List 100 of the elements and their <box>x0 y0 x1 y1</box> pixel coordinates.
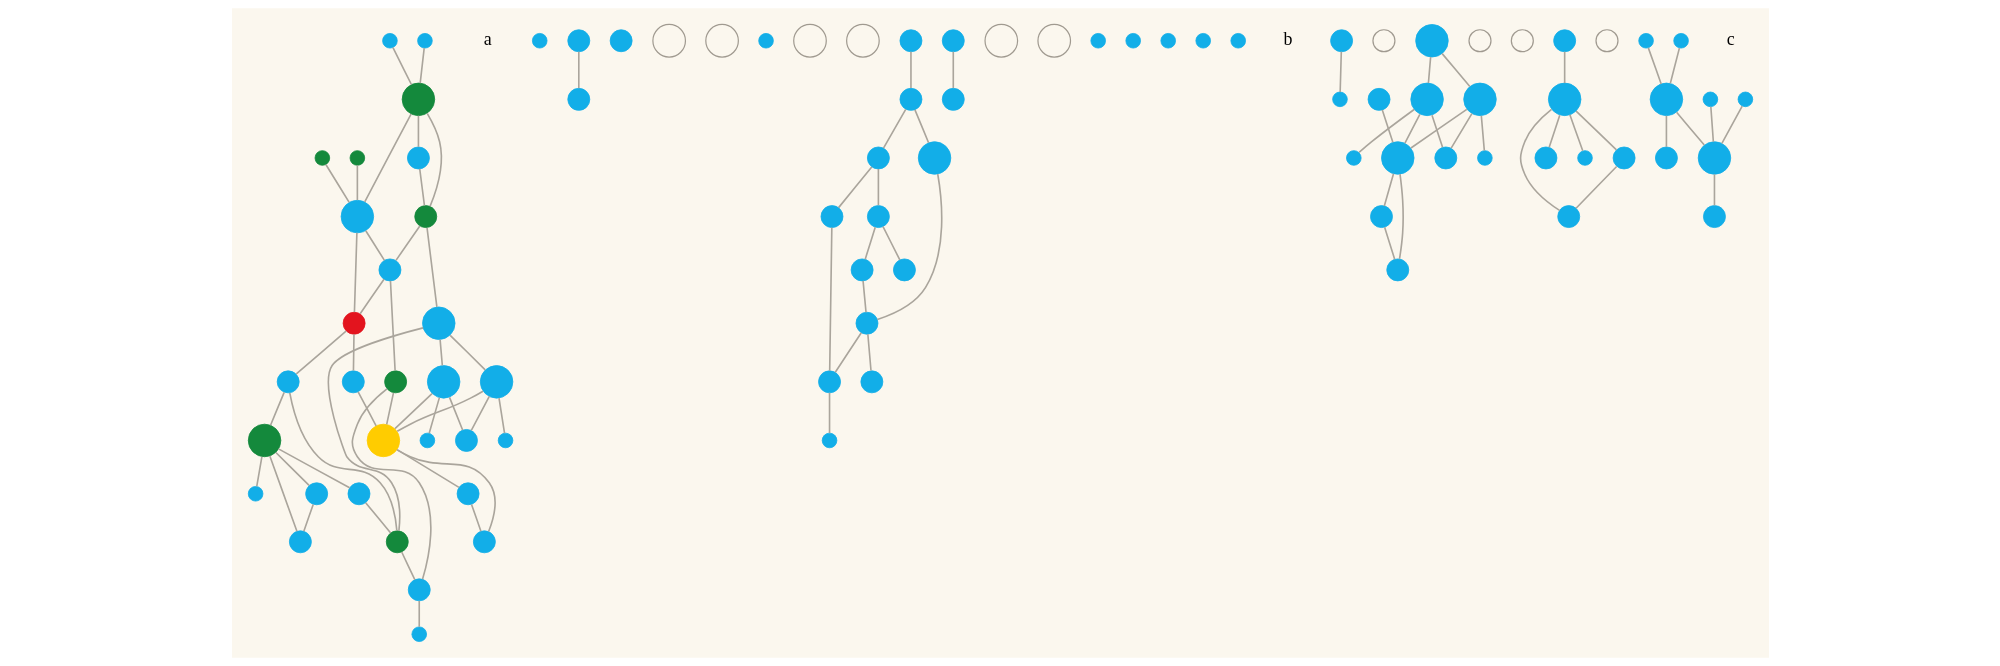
connector <box>909 50 912 89</box>
connector <box>470 395 490 432</box>
node-circle <box>340 199 374 234</box>
connector <box>1547 114 1561 149</box>
connector <box>1381 109 1394 144</box>
connector <box>324 163 350 204</box>
node-circle <box>426 365 460 399</box>
connector <box>1430 114 1443 149</box>
node-circle <box>1649 82 1683 117</box>
label: c <box>1726 29 1735 50</box>
connector <box>358 278 385 315</box>
node-circle <box>383 370 407 394</box>
connector <box>1383 172 1394 207</box>
node-circle <box>899 29 922 53</box>
node-circle <box>1036 23 1071 58</box>
connector <box>400 551 416 581</box>
node-circle <box>1697 141 1731 175</box>
connector <box>395 390 484 433</box>
node-circle <box>899 87 922 111</box>
connector <box>389 280 396 372</box>
node-circle <box>531 33 547 49</box>
connector <box>1403 113 1421 145</box>
node-circle <box>1331 91 1348 108</box>
connector <box>828 226 833 372</box>
node-circle <box>1462 82 1497 117</box>
connector <box>882 108 907 150</box>
node-circle <box>349 150 365 166</box>
node-circle <box>347 482 370 506</box>
node-circle <box>407 578 431 602</box>
connector <box>866 333 872 372</box>
connector <box>438 338 443 367</box>
node-circle <box>850 258 873 282</box>
connector <box>418 47 425 84</box>
connector <box>417 600 420 628</box>
connector <box>1357 108 1415 154</box>
node-circle <box>892 258 916 282</box>
node-circle <box>845 23 880 58</box>
label: a <box>483 29 492 50</box>
connector <box>1574 165 1617 210</box>
label: b <box>1282 29 1292 50</box>
node-circle <box>381 33 398 49</box>
connector <box>577 50 580 89</box>
node-circle <box>1552 29 1576 53</box>
node-circle <box>1345 150 1362 166</box>
connector <box>425 112 442 208</box>
connector <box>356 164 358 201</box>
node-circle <box>419 432 435 449</box>
connector <box>1574 110 1617 151</box>
node-circle <box>276 370 300 394</box>
node-circle <box>1385 258 1409 282</box>
connector <box>288 392 398 532</box>
connector <box>269 391 285 427</box>
node-circle <box>757 33 774 49</box>
connector <box>352 333 355 372</box>
node-circle <box>917 141 951 175</box>
connector <box>1568 114 1584 152</box>
node-circle <box>866 146 890 170</box>
node-circle <box>866 205 890 228</box>
connector <box>268 455 298 533</box>
node-circle <box>1230 33 1246 49</box>
node-circle <box>1576 150 1593 166</box>
connector <box>1427 56 1431 84</box>
node-circle <box>416 33 433 49</box>
connector <box>1720 105 1743 145</box>
connector <box>951 50 954 89</box>
node-circle <box>1702 91 1718 108</box>
node-circle <box>1672 33 1689 49</box>
connector <box>863 226 876 260</box>
connector <box>837 166 873 209</box>
connector <box>1519 108 1560 212</box>
connector <box>417 114 419 148</box>
node-circle <box>472 530 496 554</box>
connector <box>364 229 385 262</box>
connector <box>351 388 432 581</box>
node-circle <box>454 429 478 452</box>
node-circle <box>314 150 330 166</box>
connector <box>395 449 496 533</box>
connector <box>363 113 412 203</box>
node-circle <box>1369 205 1393 228</box>
connector <box>1338 50 1342 93</box>
node-circle <box>401 82 435 117</box>
connector <box>356 391 377 427</box>
node-circle <box>1467 29 1492 53</box>
node-circle <box>1194 33 1211 49</box>
connector <box>277 448 350 489</box>
node-circle <box>1329 29 1353 53</box>
node-circle <box>413 205 437 228</box>
node-circle <box>609 29 633 53</box>
node-circle <box>855 311 878 335</box>
node-circle <box>941 29 965 53</box>
node-circle <box>1476 150 1493 166</box>
node-circle <box>247 486 263 502</box>
connector <box>394 225 421 262</box>
node-circle <box>792 23 827 58</box>
node-circle <box>1534 146 1557 170</box>
connector <box>1675 111 1705 146</box>
node-circle <box>1510 29 1534 53</box>
node-circle <box>566 87 590 111</box>
connector <box>1383 226 1395 260</box>
connector <box>828 392 830 434</box>
